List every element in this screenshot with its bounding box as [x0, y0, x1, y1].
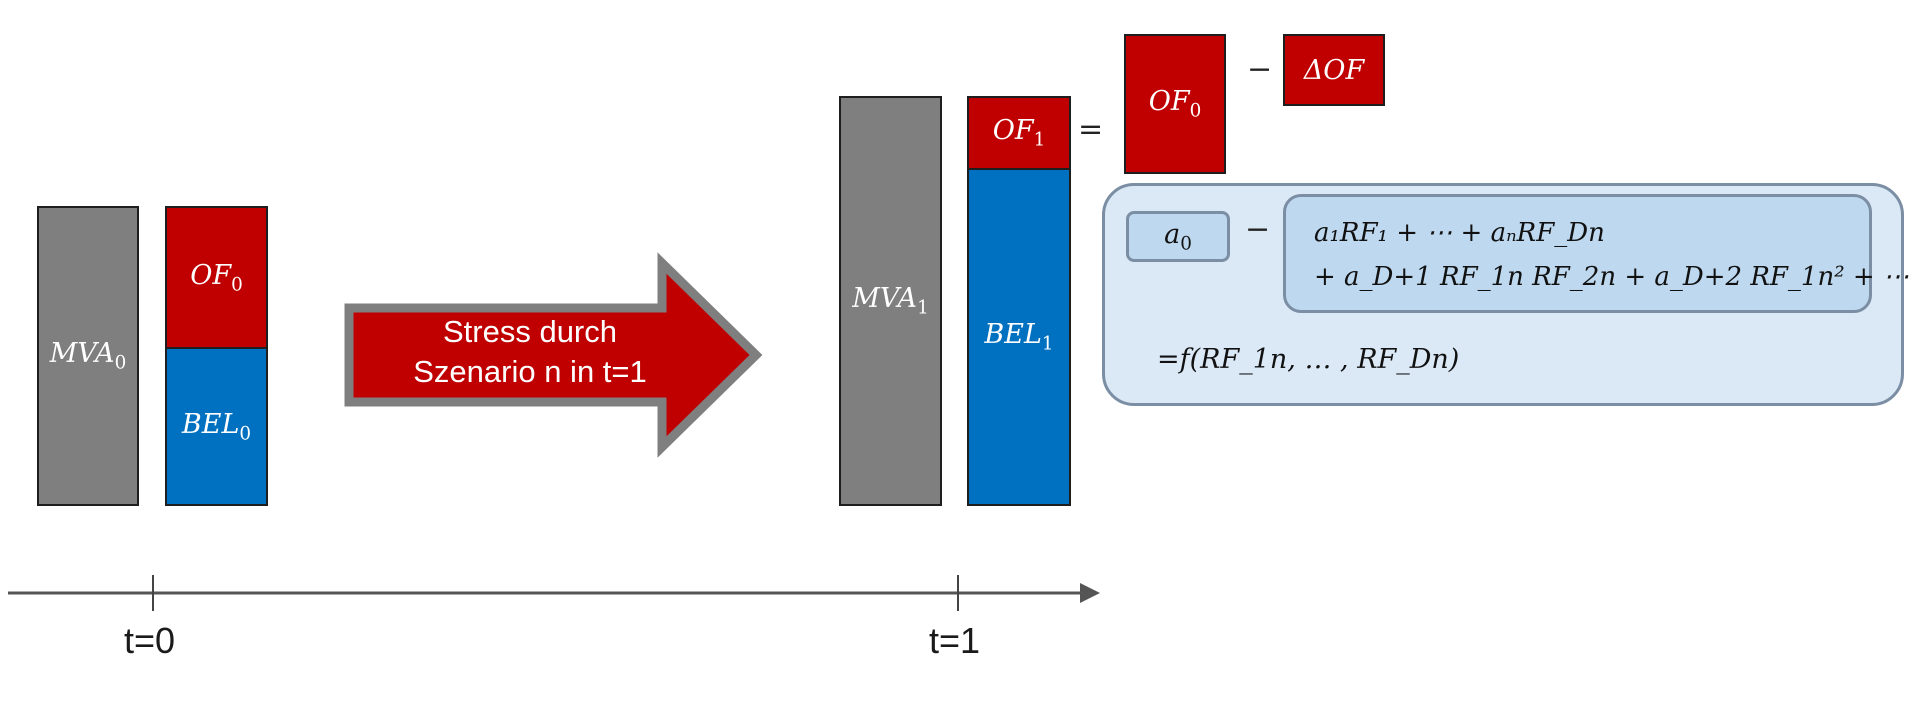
bel1-bar: BEL1 [967, 168, 1071, 506]
a0-box: a0 [1126, 211, 1230, 262]
of1-bar: OF1 [967, 96, 1071, 170]
mva0-label: MVA0 [49, 338, 127, 374]
minus-sign: − [1247, 52, 1273, 87]
time-axis [8, 575, 1100, 611]
stress-arrow-line1: Stress durch [442, 314, 617, 349]
bel0-label: BEL0 [181, 408, 252, 445]
tick-label-t1: t=1 [929, 620, 981, 661]
bel0-bar: BEL0 [165, 347, 268, 506]
stress-arrow-shape [344, 252, 763, 458]
polynomial-line1: a₁RF₁ + ⋯ + aₙRF_Dn [1314, 218, 1605, 248]
polynomial-line2: + a_D+1 RF_1n RF_2n + a_D+2 RF_1n² + ⋯ [1314, 262, 1909, 292]
stress-arrow-line2: Szenario n in t=1 [413, 354, 647, 389]
a0-label: a0 [1164, 218, 1192, 255]
delta-of-label: ΔOF [1303, 54, 1365, 86]
equals-sign: = [1078, 112, 1104, 147]
of0-box-label: OF0 [1148, 86, 1202, 122]
mva0-bar: MVA0 [37, 206, 139, 506]
delta-of-box: ΔOF [1283, 34, 1385, 106]
of0-bar: OF0 [165, 206, 268, 349]
polynomial-box [1283, 194, 1872, 313]
tick-label-t0: t=0 [124, 620, 176, 661]
result-formula: =f(RF_1n, … , RF_Dn) [1157, 344, 1460, 375]
minus-sign-2: − [1245, 212, 1271, 247]
of0-box: OF0 [1124, 34, 1226, 174]
bel1-label: BEL1 [984, 319, 1054, 355]
mva1-label: MVA1 [852, 283, 929, 319]
of1-label: OF1 [992, 115, 1046, 151]
of0-label: OF0 [190, 259, 243, 296]
time-axis-arrowhead [1080, 583, 1100, 603]
stress-arrow [344, 252, 763, 458]
mva1-bar: MVA1 [839, 96, 942, 506]
stress-arrow-text: Stress durch Szenario n in t=1 [375, 312, 685, 392]
